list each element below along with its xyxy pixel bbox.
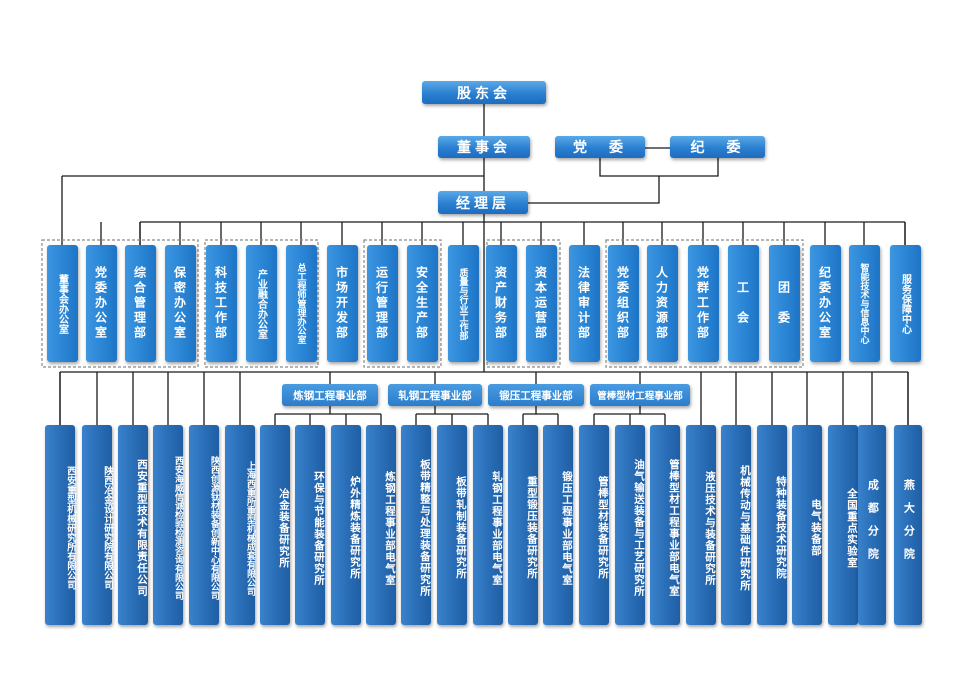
unit-box[interactable]: 板带精整与处理装备研究所 xyxy=(401,425,431,625)
department-box[interactable]: 科技工作部 xyxy=(205,245,237,362)
unit-box[interactable]: 燕大分院 xyxy=(894,425,922,625)
unit-box[interactable]: 全国重点实验室 xyxy=(828,425,858,625)
department-box[interactable]: 党群工作部 xyxy=(687,245,719,362)
department-box[interactable]: 质量与行业工作部 xyxy=(447,245,479,362)
department-box[interactable]: 法律审计部 xyxy=(568,245,600,362)
department-box[interactable]: 服务保障中心 xyxy=(889,245,921,362)
business-unit-box[interactable]: 炼钢工程事业部 xyxy=(282,384,378,406)
unit-box[interactable]: 锻压工程事业部电气室 xyxy=(543,425,573,625)
department-box[interactable]: 安全生产部 xyxy=(406,245,438,362)
unit-box[interactable]: 管棒型材装备研究所 xyxy=(579,425,609,625)
business-unit-box[interactable]: 管棒型材工程事业部 xyxy=(590,384,690,406)
department-box[interactable]: 资产财务部 xyxy=(485,245,517,362)
unit-box[interactable]: 陕西创源钛材装备创新中心有限公司 xyxy=(189,425,219,625)
department-box[interactable]: 资本运营部 xyxy=(525,245,557,362)
unit-box[interactable]: 特种装备技术研究院 xyxy=(757,425,787,625)
department-box[interactable]: 团 委 xyxy=(768,245,800,362)
unit-box[interactable]: 油气输送装备与工艺研究所 xyxy=(615,425,645,625)
department-box[interactable]: 运行管理部 xyxy=(366,245,398,362)
unit-box[interactable]: 液压技术与装备研究所 xyxy=(686,425,716,625)
department-box[interactable]: 董事会办公室 xyxy=(46,245,78,362)
board-box[interactable]: 董事会 xyxy=(438,136,530,158)
party-committee-box[interactable]: 党 委 xyxy=(555,136,645,158)
department-box[interactable]: 产业融合办公室 xyxy=(245,245,277,362)
department-box[interactable]: 市场开发部 xyxy=(326,245,358,362)
unit-box[interactable]: 炉外精炼装备研究所 xyxy=(331,425,361,625)
department-box[interactable]: 党委组织部 xyxy=(607,245,639,362)
department-box[interactable]: 综合管理部 xyxy=(124,245,156,362)
unit-box[interactable]: 板带轧制装备研究所 xyxy=(437,425,467,625)
unit-box[interactable]: 西安重型技术有限责任公司 xyxy=(118,425,148,625)
discipline-committee-box[interactable]: 纪 委 xyxy=(670,136,765,158)
business-unit-box[interactable]: 轧钢工程事业部 xyxy=(388,384,482,406)
unit-box[interactable]: 炼钢工程事业部电气室 xyxy=(366,425,396,625)
unit-box[interactable]: 西安重型机械研究所有限公司 xyxy=(45,425,76,625)
unit-box[interactable]: 机械传动与基础件研究所 xyxy=(721,425,751,625)
department-box[interactable]: 党委办公室 xyxy=(85,245,117,362)
unit-box[interactable]: 环保与节能装备研究所 xyxy=(295,425,325,625)
department-box[interactable]: 总工程师管理办公室 xyxy=(285,245,317,362)
connector-lines xyxy=(59,104,909,425)
unit-box[interactable]: 重型锻压装备研究所 xyxy=(508,425,538,625)
department-box[interactable]: 保密办公室 xyxy=(164,245,196,362)
management-box[interactable]: 经理层 xyxy=(438,191,528,214)
unit-box[interactable]: 西安海威信诚检验检测咨询有限公司 xyxy=(153,425,183,625)
unit-box[interactable]: 陕西冶金设计研究院有限公司 xyxy=(82,425,113,625)
unit-box[interactable]: 轧钢工程事业部电气室 xyxy=(473,425,503,625)
department-box[interactable]: 工 会 xyxy=(727,245,759,362)
shareholders-box[interactable]: 股东会 xyxy=(422,81,546,104)
unit-box[interactable]: 上海西重所重型机械成套有限公司 xyxy=(225,425,255,625)
unit-box[interactable]: 成都分院 xyxy=(858,425,886,625)
department-box[interactable]: 智能技术与信息中心 xyxy=(848,245,880,362)
unit-box[interactable]: 管棒型材工程事业部电气室 xyxy=(650,425,680,625)
business-unit-box[interactable]: 锻压工程事业部 xyxy=(488,384,584,406)
department-box[interactable]: 纪委办公室 xyxy=(809,245,841,362)
department-groups xyxy=(41,239,804,368)
department-box[interactable]: 人力资源部 xyxy=(646,245,678,362)
unit-box[interactable]: 电气装备部 xyxy=(792,425,822,625)
unit-box[interactable]: 冶金装备研究所 xyxy=(260,425,290,625)
